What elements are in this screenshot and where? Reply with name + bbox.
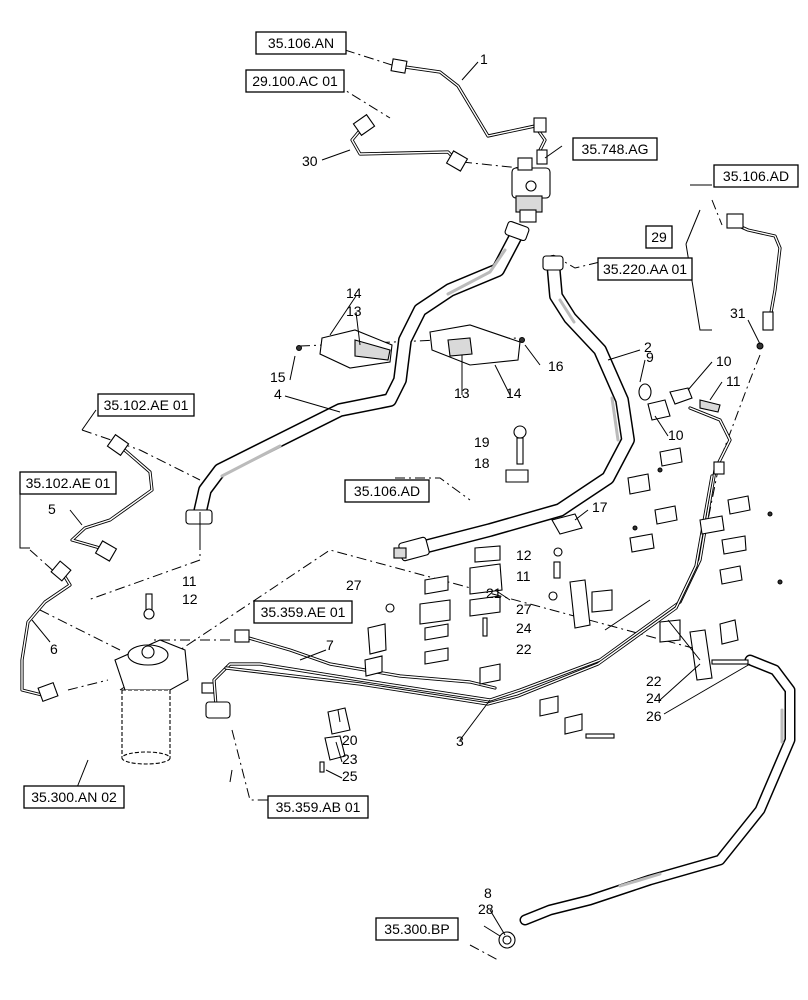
callout-30: 30 [302,153,318,169]
ref-box-29-100-ac-01: 29.100.AC 01 [245,69,345,93]
callout-11-c: 11 [516,568,531,584]
ref-label: 35.102.AE 01 [26,475,111,491]
callout-20: 20 [342,732,358,748]
ref-box-35-106-an: 35.106.AN [255,31,347,55]
callout-27: 27 [346,577,362,593]
ref-label: 35.359.AE 01 [261,604,346,620]
callout-12: 12 [182,591,198,607]
callout-12-b: 12 [516,547,532,563]
callout-24-b: 24 [646,690,662,706]
callout-11-b: 11 [182,573,197,589]
ref-box-35-300-an-02: 35.300.AN 02 [23,785,125,809]
ref-box-35-748-ag: 35.748.AG [572,137,658,161]
callout-3: 3 [456,733,464,749]
callout-numbers: 1 30 14 13 15 4 13 14 16 2 9 10 11 10 31… [48,51,746,917]
callout-8: 8 [484,885,492,901]
callout-22: 22 [516,641,532,657]
ref-box-35-220-aa-01: 35.220.AA 01 [597,257,693,281]
callout-23: 23 [342,751,358,767]
fuel-tube-5 [70,433,154,562]
ref-label: 35.106.AD [723,168,789,184]
ref-label: 35.300.BP [384,921,449,937]
ref-label: 29.100.AC 01 [252,73,338,89]
callout-21: 21 [486,585,502,601]
ref-label: 35.748.AG [582,141,649,157]
ref-label: 35.106.AN [268,35,334,51]
callout-24: 24 [516,620,532,636]
ref-box-35-300-bp: 35.300.BP [375,917,459,941]
callout-18: 18 [474,455,490,471]
callout-5: 5 [48,501,56,517]
ref-box-35-106-ad-mid: 35.106.AD [344,479,430,503]
callout-15: 15 [270,369,286,385]
callout-14-b: 14 [506,385,522,401]
ref-label: 35.300.AN 02 [31,789,117,805]
ref-box-35-102-ae-01-left: 35.102.AE 01 [19,471,117,495]
callout-17: 17 [592,499,608,515]
callout-13-b: 13 [454,385,470,401]
callout-1: 1 [480,51,488,67]
callout-27-b: 27 [516,601,532,617]
callout-2: 2 [644,339,652,355]
callout-13: 13 [346,303,362,319]
ref-label: 35.102.AE 01 [104,397,189,413]
callout-10: 10 [716,353,732,369]
fuel-tube-30 [350,113,469,172]
ref-box-35-102-ae-01-top: 35.102.AE 01 [97,393,195,417]
fuel-tube-31 [726,213,782,350]
clamp-brackets-13-14 [296,324,525,369]
callout-19: 19 [474,434,490,450]
ref-label: 35.359.AB 01 [276,799,361,815]
fuel-tube-7 [234,629,497,690]
assembly-center-lines [29,49,761,961]
callout-25: 25 [342,768,358,784]
callout-9: 9 [646,349,654,365]
ref-box-35-359-ae-01: 35.359.AE 01 [253,600,353,624]
callout-7: 7 [326,637,334,653]
fuel-tube-6 [20,560,72,703]
callout-16: 16 [548,358,564,374]
callout-6: 6 [50,641,58,657]
callout-14: 14 [346,285,362,301]
fuel-hose-2 [393,255,635,562]
callout-31: 31 [730,305,746,321]
ref-box-35-359-ab-01: 35.359.AB 01 [267,795,369,819]
ref-box-29: 29 [645,225,673,249]
callout-26: 26 [646,708,662,724]
ref-label: 35.220.AA 01 [603,261,687,277]
fuel-filter-assembly [114,593,215,765]
callout-28: 28 [478,901,494,917]
fuel-tube-3 [205,406,732,719]
fuel-hose-4 [185,220,530,525]
ref-label: 29 [651,229,667,245]
callout-4: 4 [274,386,282,402]
ref-label: 35.106.AD [354,483,420,499]
fuel-hose-8 [498,654,796,949]
fuel-pump-valve [511,149,551,223]
clamps-and-fasteners [319,383,783,773]
callout-22-b: 22 [646,673,662,689]
fuel-tube-1 [390,58,547,152]
ref-box-35-106-ad-top: 35.106.AD [713,164,799,188]
callout-10-b: 10 [668,427,684,443]
callout-11: 11 [726,373,741,389]
